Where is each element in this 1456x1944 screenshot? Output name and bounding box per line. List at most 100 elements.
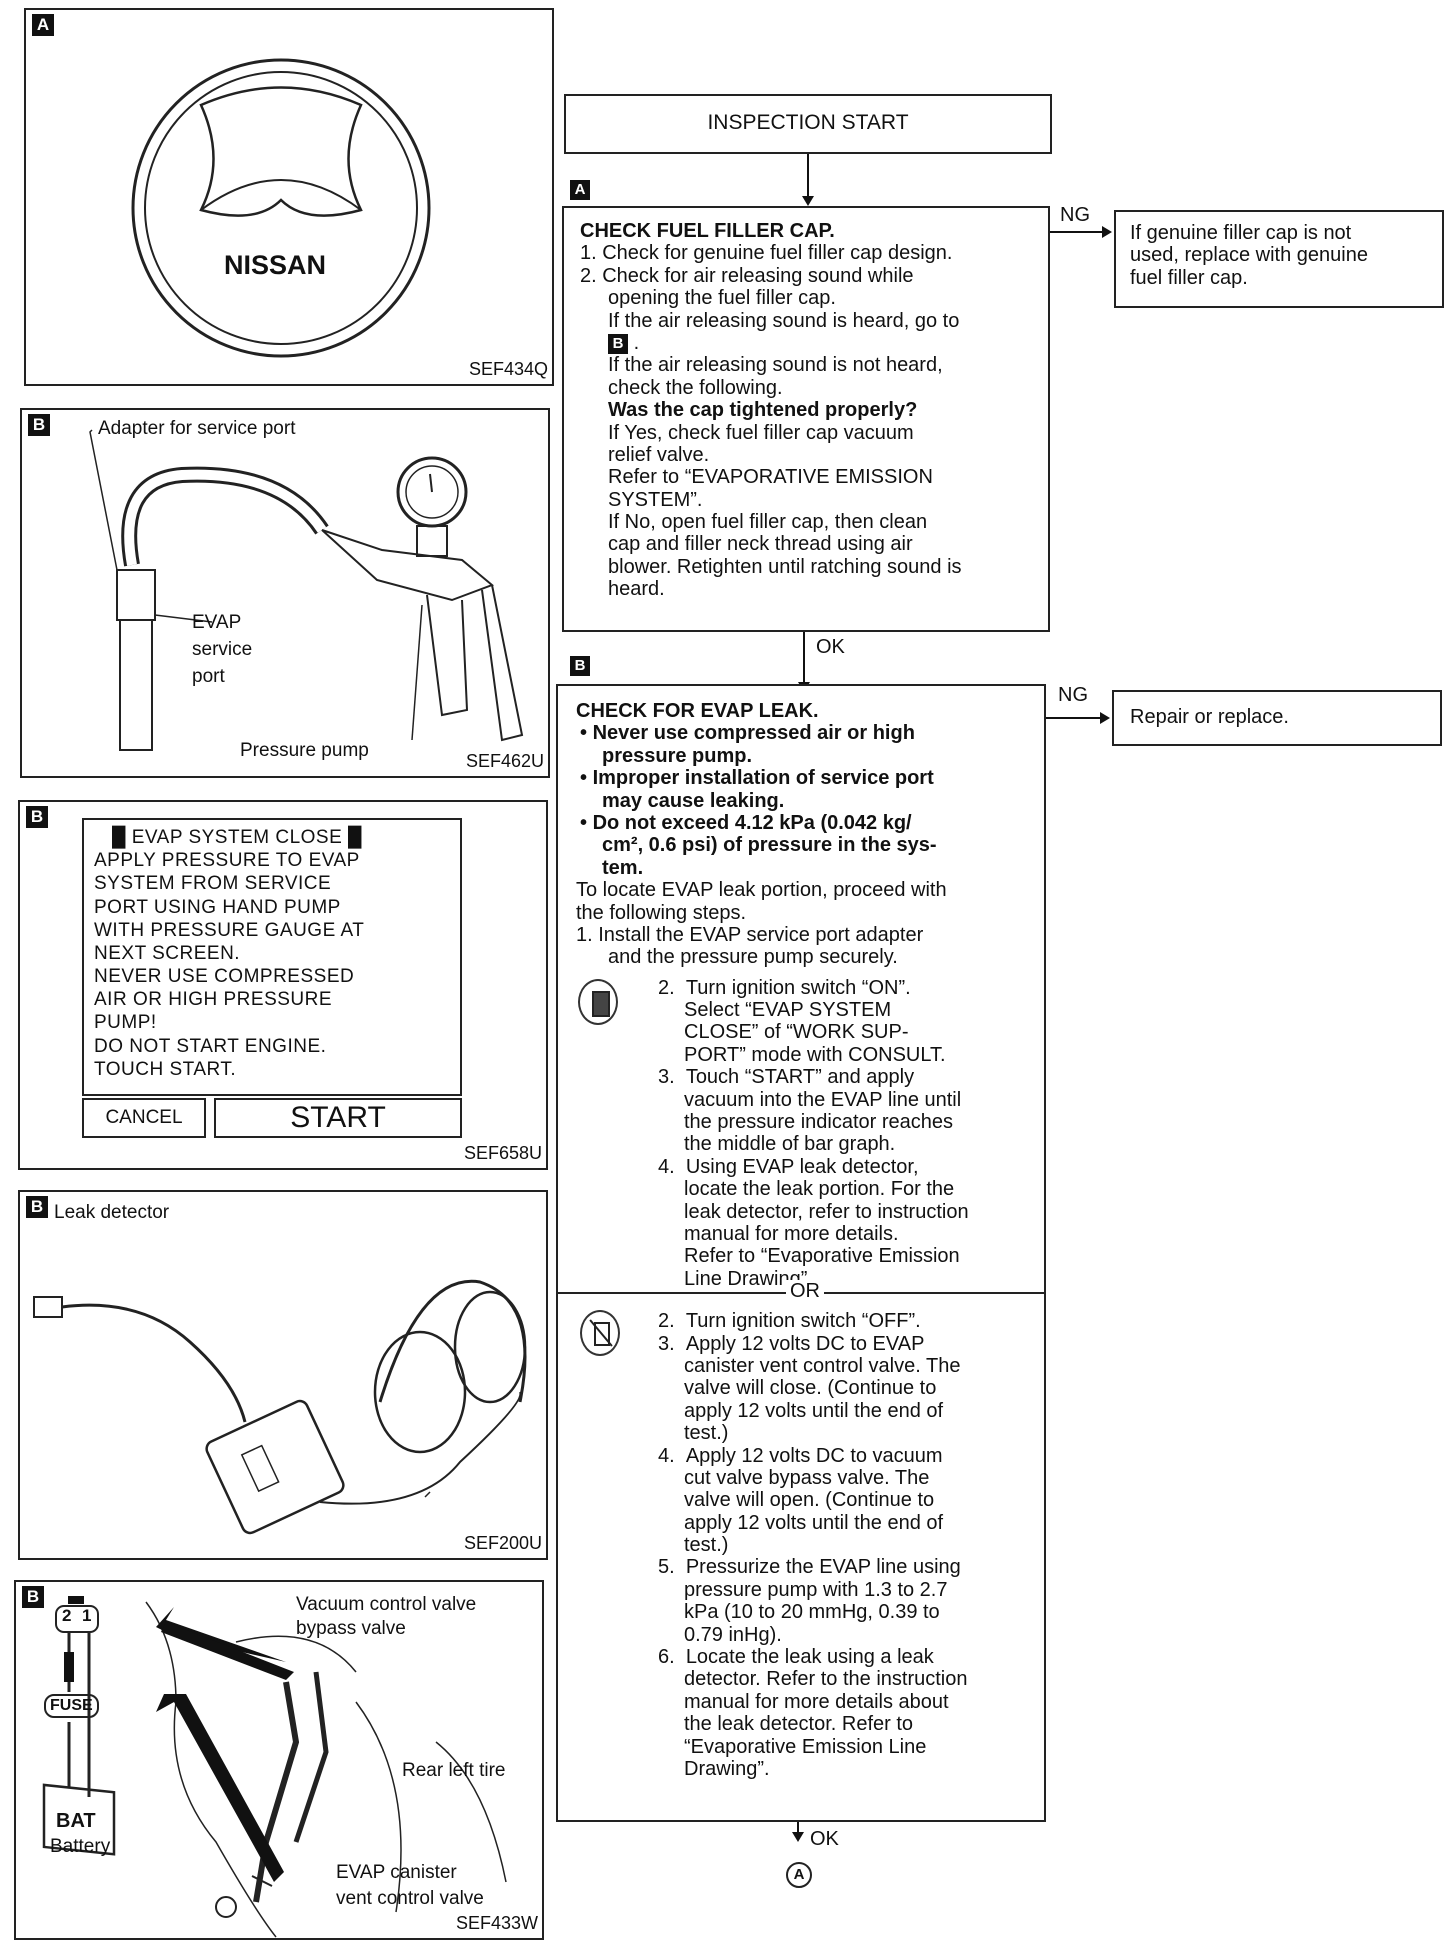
consult-step-cont: locate the leak portion. For the (684, 1178, 955, 1201)
figure-consult-screen: B █ EVAP SYSTEM CLOSE █ APPLY PRESSURE T… (18, 800, 548, 1170)
canister-valve-label-2: vent control valve (336, 1888, 484, 1909)
step-a-question: Was the cap tightened properly? (608, 399, 918, 422)
step-b-box: CHECK FOR EVAP LEAK. • Never use compres… (556, 684, 1046, 1822)
step-a-ng-box: If genuine filler cap is not used, repla… (1114, 210, 1444, 308)
step-b-ok-label: OK (810, 1828, 839, 1850)
figure-tag: B (22, 1586, 44, 1608)
figure-fuel-cap: A NISSAN SEF434Q (24, 8, 554, 386)
warning-bullet-cont: tem. (602, 856, 644, 879)
step-a-line: check the following. (608, 376, 783, 399)
consult-step-cont: CLOSE” of “WORK SUP- (684, 1021, 909, 1044)
connector-a-circle: A (786, 1862, 812, 1888)
ng-box-line: fuel filler cap. (1130, 266, 1248, 289)
consult-steps: 2. Turn ignition switch “ON”. Select “EV… (576, 977, 1032, 1290)
step-a-line: cap and filler neck thread using air (608, 533, 913, 556)
ng-box-line: If genuine filler cap is not (1130, 222, 1352, 244)
step-a-line: 1. Check for genuine fuel filler cap des… (580, 242, 953, 265)
step-a-line: If the air releasing sound is not heard, (608, 354, 943, 377)
figure-leak-detector: B Leak detector SEF200U (18, 1190, 548, 1560)
fuse-label: FUSE (44, 1694, 99, 1719)
connector-pin-1: 1 (82, 1606, 92, 1625)
cancel-button[interactable]: CANCEL (82, 1098, 206, 1138)
manual-step-cont: canister vent control valve. The (684, 1354, 961, 1377)
figure-tag: B (28, 414, 50, 436)
goto-b-tag: B (608, 333, 628, 354)
figure-pressure-pump: B Adapter for service port EVAP service … (20, 408, 550, 778)
manual-step-cont: kPa (10 to 20 mmHg, 0.39 to (684, 1601, 940, 1624)
bat-label: BAT (56, 1810, 96, 1832)
rear-tire-label: Rear left tire (402, 1760, 506, 1781)
goto-b-suffix: . (633, 331, 640, 354)
figure-code: SEF200U (463, 1533, 542, 1553)
figure-tag: B (26, 806, 48, 828)
screen-line: NEVER USE COMPRESSED (94, 966, 355, 988)
step-b-ng-label: NG (1058, 684, 1088, 706)
or-divider: OR (558, 1280, 1044, 1310)
ng-box-line: used, replace with genuine (1130, 244, 1368, 267)
consult-step-cont: PORT” mode with CONSULT. (684, 1043, 946, 1066)
start-button[interactable]: START (214, 1098, 462, 1138)
fuel-cap-illustration (131, 58, 431, 358)
step-a-line: 2. Check for air releasing sound while (580, 264, 914, 287)
manual-step-cont: test.) (684, 1534, 729, 1557)
warning-bullet-cont: cm², 0.6 psi) of pressure in the sys- (602, 834, 937, 857)
vacuum-valve-label-1: Vacuum control valve (296, 1594, 477, 1615)
consult-step-cont: the pressure indicator reaches (684, 1111, 954, 1134)
manual-steps: 2. Turn ignition switch “OFF”. 3. Apply … (576, 1310, 1032, 1780)
manual-step-cont: manual for more details about (684, 1690, 949, 1713)
consult-icon (578, 978, 618, 1025)
consult-step: 4. Using EVAP leak detector, (658, 1155, 919, 1178)
manual-step: 5. Pressurize the EVAP line using (658, 1556, 961, 1579)
valve-wiring-illustration (42, 1596, 507, 1938)
manual-step-cont: valve will close. (Continue to (684, 1377, 937, 1400)
canister-valve-label-1: EVAP canister (336, 1862, 457, 1883)
manual-step: 6. Locate the leak using a leak (658, 1646, 934, 1669)
cap-brand-text: NISSAN (224, 250, 327, 280)
consult-step-cont: leak detector, refer to instruction (684, 1200, 969, 1223)
manual-step-cont: test.) (684, 1422, 729, 1445)
adapter-label: Adapter for service port (98, 418, 296, 439)
consult-step-cont: vacuum into the EVAP line until (684, 1088, 962, 1111)
step-b-intro: To locate EVAP leak portion, proceed wit… (576, 879, 947, 902)
inspection-start-box: INSPECTION START (564, 94, 1052, 154)
no-consult-icon (580, 1310, 620, 1357)
vacuum-valve-label-2: bypass valve (296, 1618, 406, 1639)
manual-step-cont: pressure pump with 1.3 to 2.7 (684, 1578, 948, 1601)
leak-detector-illustration (33, 1279, 527, 1535)
step-b-step1: and the pressure pump securely. (608, 946, 898, 969)
screen-line: SYSTEM FROM SERVICE (94, 873, 332, 895)
figure-tag: A (32, 14, 54, 36)
step-a-ok-label: OK (816, 636, 845, 658)
figure-valve-wiring: B 2 1 FUSE BAT Vacuum control valve bypa… (14, 1580, 544, 1940)
screen-line: PORT USING HAND PUMP (94, 896, 341, 918)
screen-line: TOUCH START. (94, 1058, 237, 1080)
goto-b-line: B . (580, 332, 1036, 354)
figure-code: SEF462U (465, 751, 544, 771)
figure-code: SEF434Q (468, 359, 548, 379)
consult-step-cont: Line Drawing”. (684, 1267, 813, 1290)
evap-port-label-3: port (192, 666, 225, 687)
repair-replace-label: Repair or replace. (1130, 706, 1289, 728)
manual-step-cont: 0.79 inHg). (684, 1623, 782, 1646)
step-b-tag: B (570, 656, 590, 676)
manual-step-cont: cut valve bypass valve. The (684, 1466, 930, 1489)
figure-code: SEF433W (455, 1913, 538, 1933)
pump-label: Pressure pump (240, 740, 369, 761)
step-a-line: SYSTEM”. (608, 488, 703, 511)
step-b-ng-box: Repair or replace. (1112, 690, 1442, 746)
step-a-line: If Yes, check fuel filler cap vacuum (608, 421, 914, 444)
consult-step: 2. Turn ignition switch “ON”. (658, 976, 911, 999)
warning-bullet: • Do not exceed 4.12 kPa (0.042 kg/ (580, 811, 912, 834)
step-a-line: If the air releasing sound is heard, go … (608, 309, 960, 332)
warning-bullet-cont: pressure pump. (602, 744, 753, 767)
evap-port-label-2: service (192, 639, 253, 660)
warning-bullet: • Improper installation of service port (580, 767, 934, 790)
screen-line: WITH PRESSURE GAUGE AT (94, 919, 365, 941)
manual-step-cont: apply 12 volts until the end of (684, 1399, 944, 1422)
warning-bullet: • Never use compressed air or high (580, 722, 915, 745)
consult-step: 3. Touch “START” and apply (658, 1066, 915, 1089)
consult-step-cont: manual for more details. (684, 1222, 899, 1245)
screen-line: PUMP! (94, 1012, 157, 1034)
figure-code: SEF658U (463, 1143, 542, 1163)
warning-bullet-cont: may cause leaking. (602, 789, 785, 812)
